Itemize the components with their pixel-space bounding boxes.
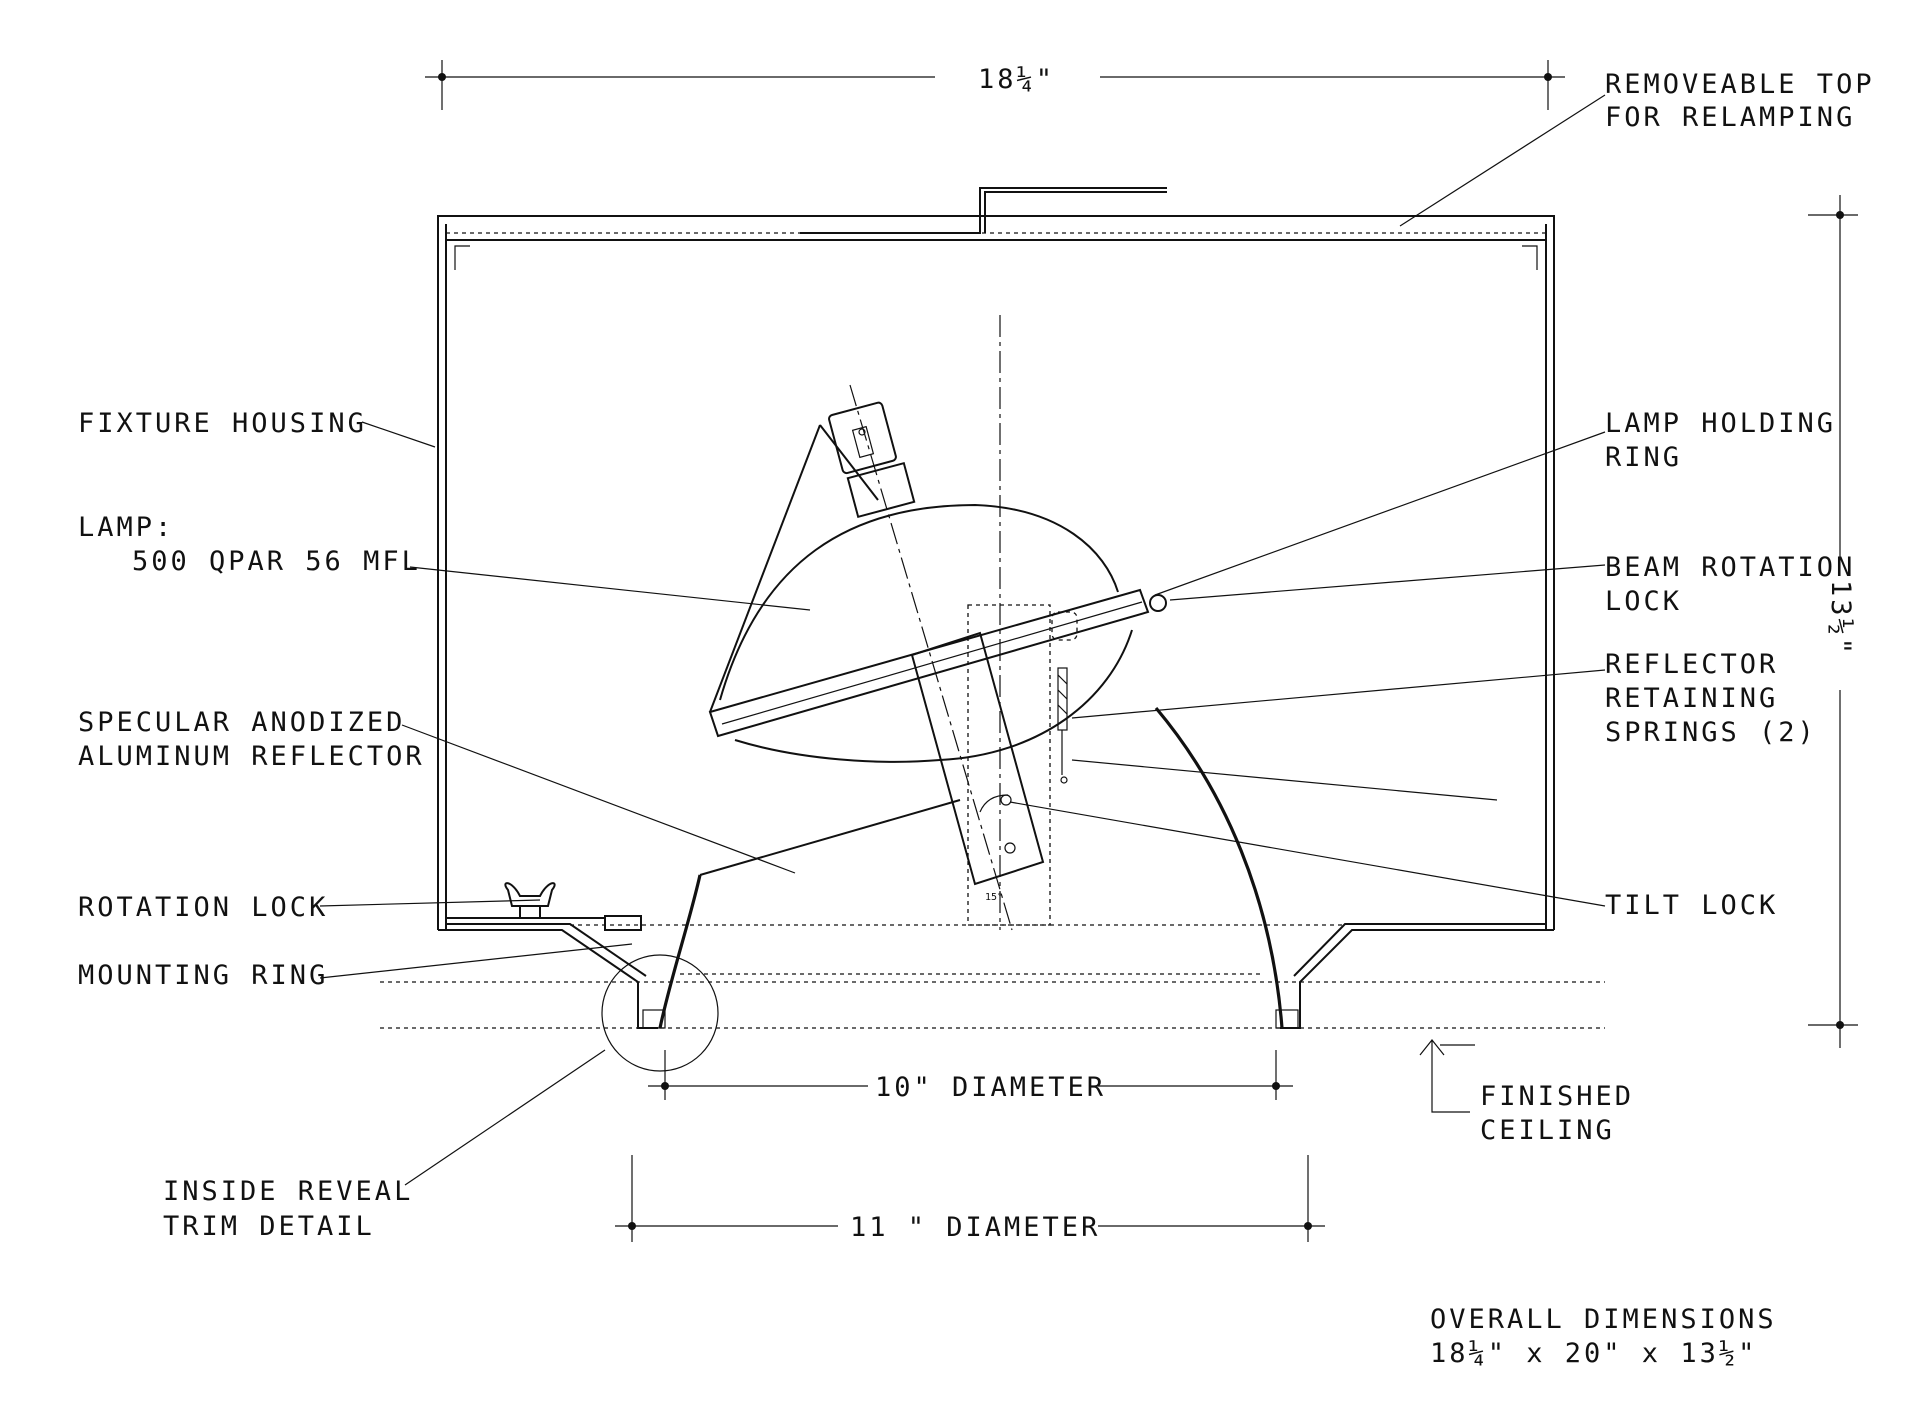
beam-rotation-lock-label-line1: BEAM ROTATION (1605, 552, 1855, 583)
inner-diameter-label: 10" DIAMETER (875, 1072, 1106, 1103)
rotation-lock-hardware (446, 882, 642, 931)
height-dimension-label: 13½" (1825, 580, 1856, 657)
reflector-label-line1: SPECULAR ANODIZED (78, 707, 405, 738)
fixture-housing-label: FIXTURE HOUSING (78, 408, 367, 439)
retaining-springs-label-line2: RETAINING (1605, 683, 1778, 714)
fixture-housing (437, 187, 1555, 1029)
lamp-holding-ring-label-line1: LAMP HOLDING (1605, 408, 1836, 439)
width-dimension-label: 18¼" (978, 64, 1055, 95)
tilt-angle-label: 15° (985, 892, 1003, 903)
top-width-dimension: 18¼" (425, 55, 1565, 110)
lamp-assembly (708, 315, 1167, 931)
beam-rotation-lock-label-line2: LOCK (1605, 586, 1682, 617)
ceiling-lines (380, 973, 1605, 1029)
removeable-top-label-line1: REMOVEABLE TOP (1605, 69, 1875, 100)
mounting-ring-label: MOUNTING RING (78, 960, 328, 991)
lamp-holding-ring-label-line2: RING (1605, 442, 1682, 473)
trim-detail-circle (601, 954, 719, 1072)
inner-diameter-dimension: 10" DIAMETER (648, 1050, 1293, 1103)
outer-diameter-dimension: 11 " DIAMETER (615, 1155, 1325, 1243)
reflector-label-line2: ALUMINUM REFLECTOR (78, 741, 425, 772)
finished-ceiling-label-line2: CEILING (1480, 1115, 1615, 1146)
lamp-label-line1: LAMP: (78, 512, 174, 543)
tilt-lock-label: TILT LOCK (1605, 890, 1778, 921)
finished-ceiling-label-line1: FINISHED (1480, 1081, 1634, 1112)
reflector-cone (658, 706, 1284, 1029)
overall-dimensions-label-line2: 18¼" x 20" x 13½" (1430, 1338, 1757, 1369)
inside-reveal-label-line1: INSIDE REVEAL (163, 1176, 413, 1207)
rotation-lock-label: ROTATION LOCK (78, 892, 328, 923)
height-dimension: 13½" (1808, 195, 1858, 1048)
callout-leaders (319, 94, 1606, 1186)
retaining-springs-label-line1: REFLECTOR (1605, 649, 1778, 680)
outer-diameter-label: 11 " DIAMETER (850, 1212, 1100, 1243)
inside-reveal-label-line2: TRIM DETAIL (163, 1211, 375, 1242)
yoke-bracket: 15° (910, 604, 1078, 926)
retaining-springs-label-line3: SPRINGS (2) (1605, 717, 1817, 748)
lamp-label-line2: 500 QPAR 56 MFL (132, 546, 421, 577)
overall-dimensions-label-line1: OVERALL DIMENSIONS (1430, 1304, 1777, 1335)
removeable-top-label-line2: FOR RELAMPING (1605, 102, 1855, 133)
